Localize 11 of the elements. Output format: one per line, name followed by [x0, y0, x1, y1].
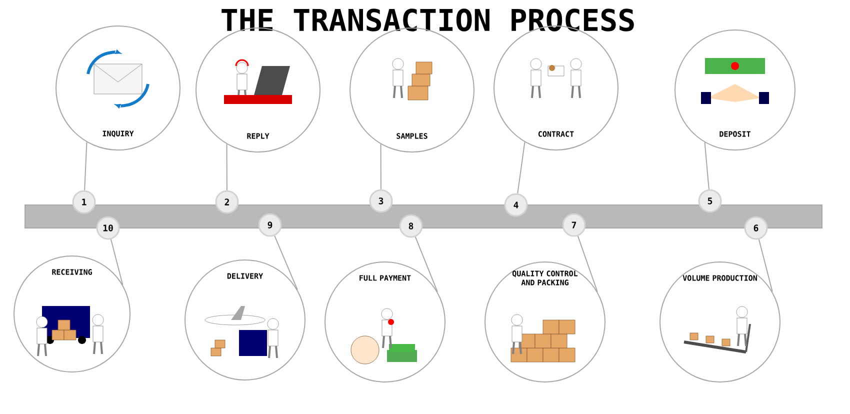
connector-line [380, 144, 382, 190]
connector-line [577, 236, 598, 292]
connector-line [110, 238, 124, 286]
title: THE TRANSACTION PROCESS [222, 8, 634, 32]
connector-line [517, 142, 526, 194]
connector-line [758, 238, 773, 292]
connector-line [704, 142, 710, 190]
connector-line [84, 142, 88, 191]
connector-line [414, 236, 438, 292]
connector-line [274, 235, 298, 290]
connector-line [226, 144, 228, 191]
